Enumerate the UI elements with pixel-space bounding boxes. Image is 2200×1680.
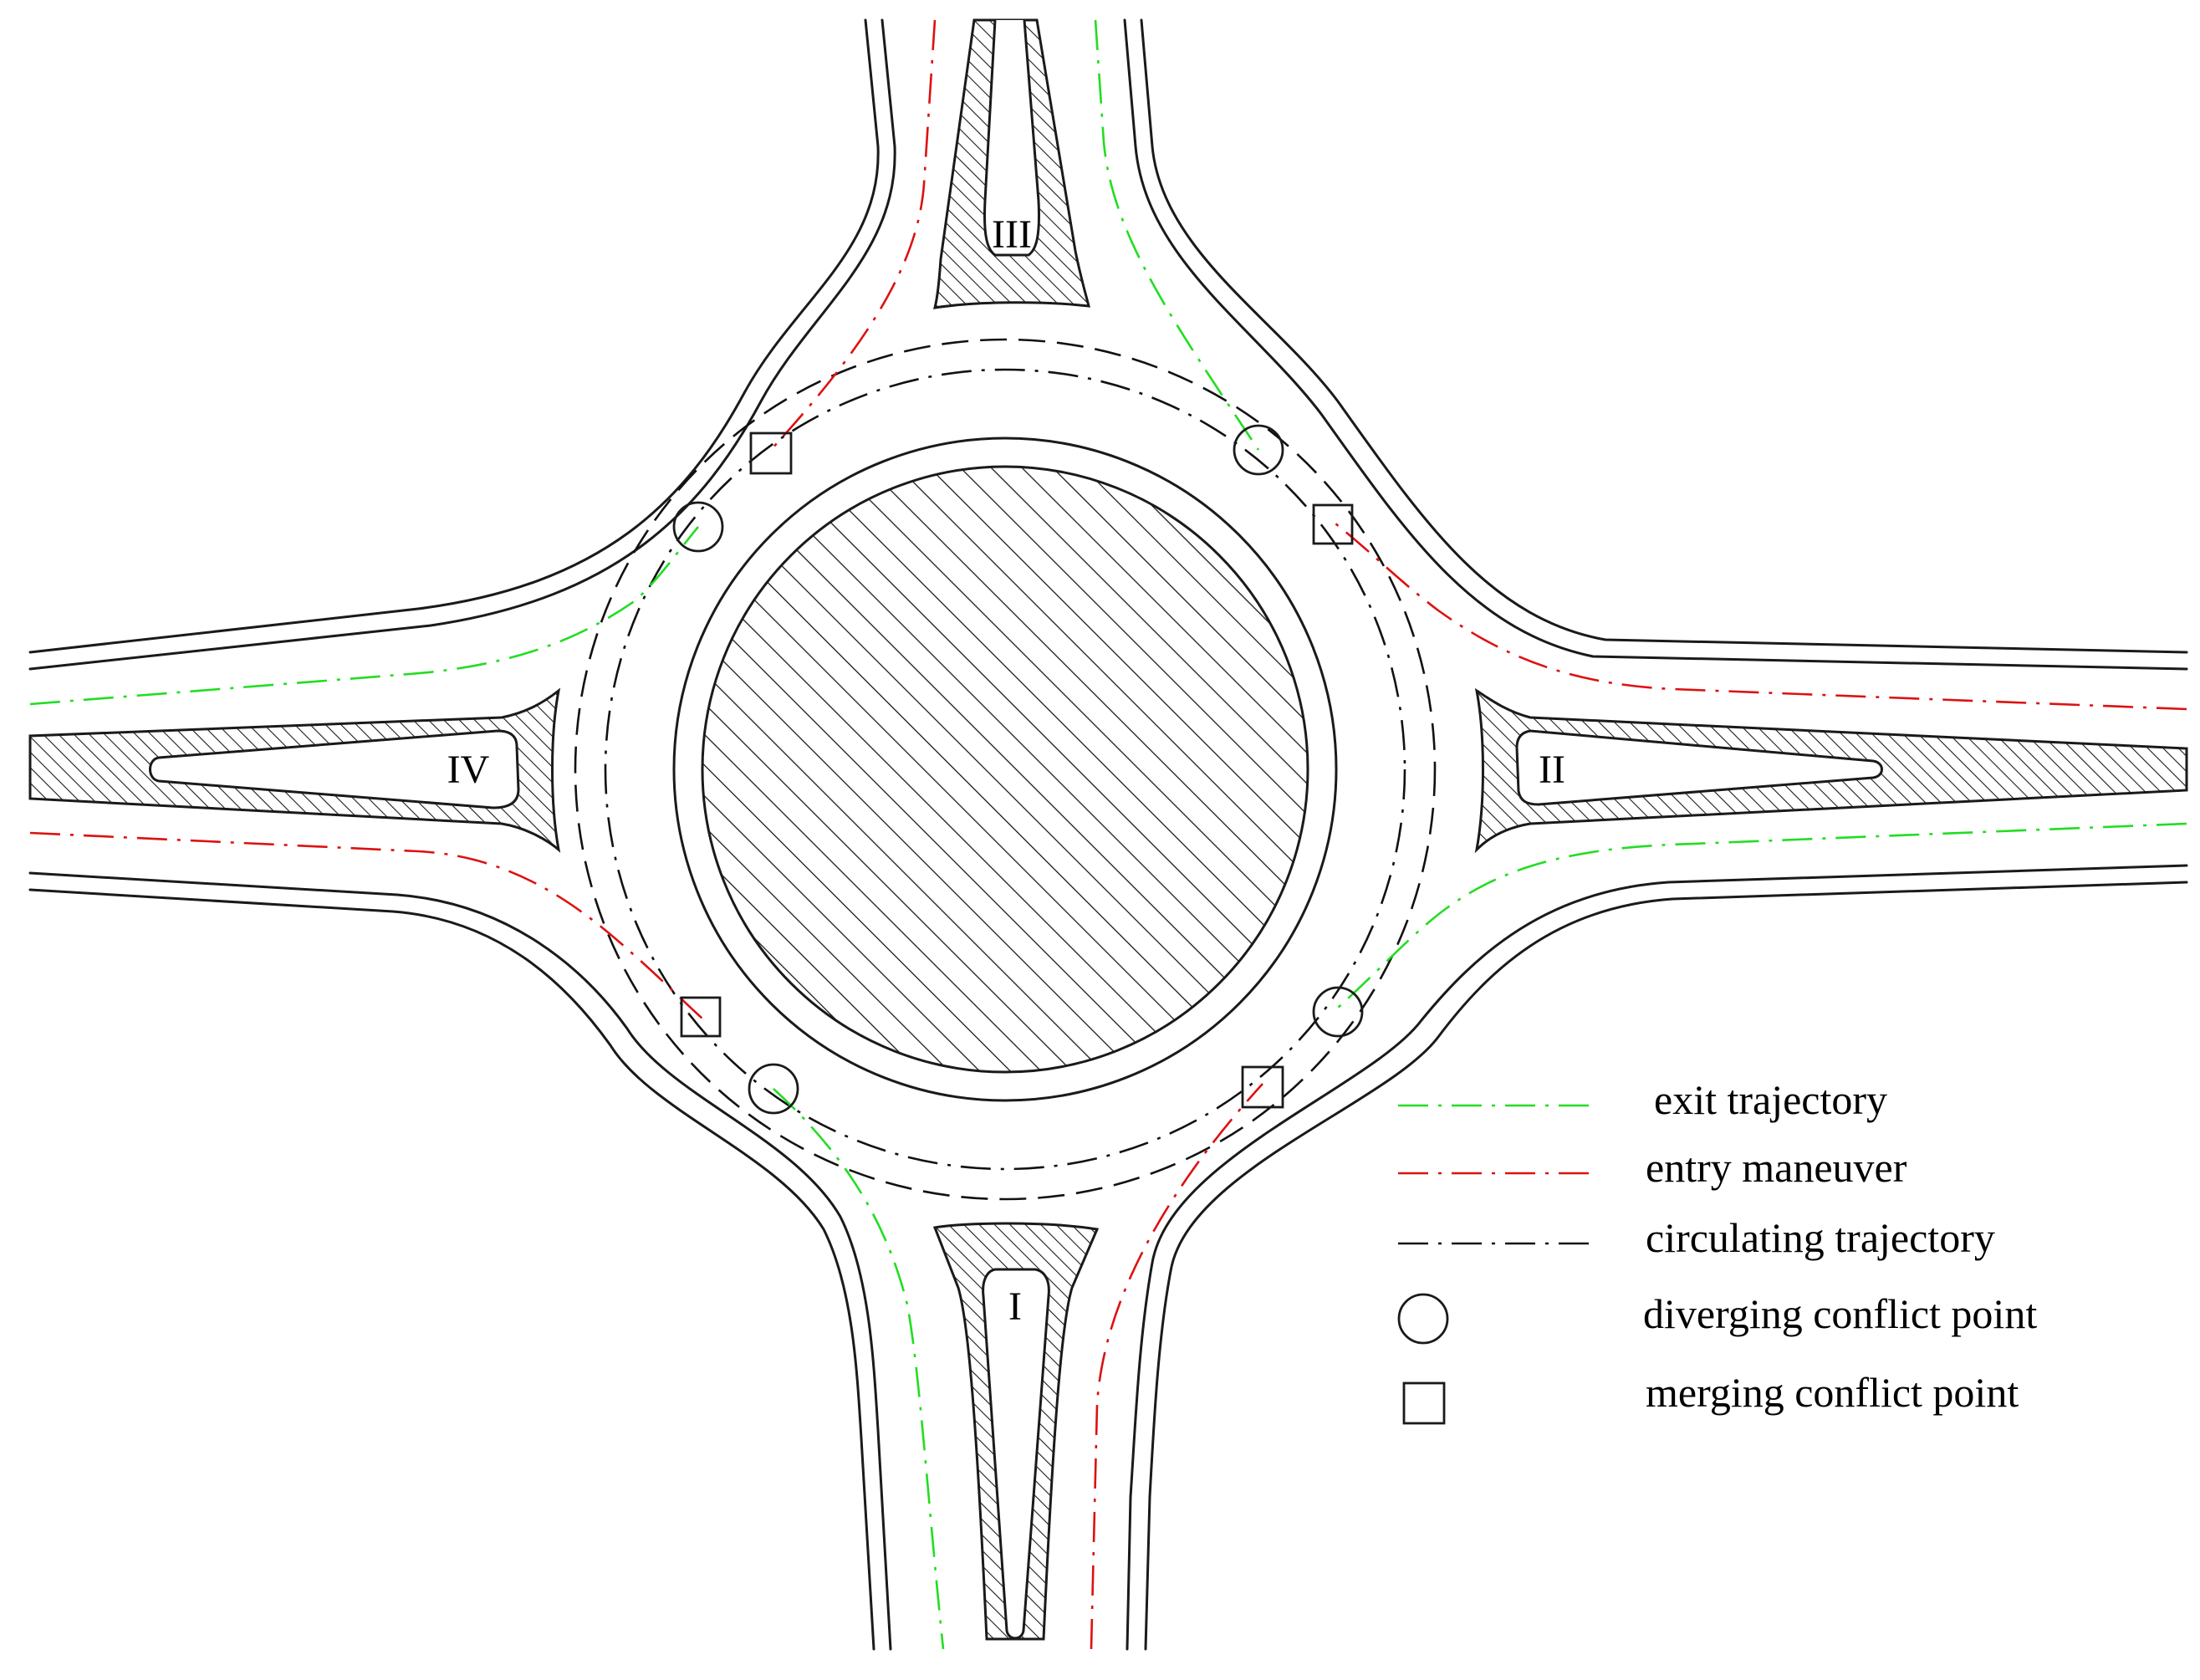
splitter-island-west-curb [149,729,520,809]
legend-exit-label: exit trajectory [1654,1076,1887,1123]
road-edge-nw-inner [28,18,896,671]
legend-merging-symbol [1402,1381,1446,1425]
legend-diverging-symbol [1397,1293,1449,1345]
central-island-core [701,465,1309,1074]
entry-trajectory-west [29,831,703,1019]
road-edge-se-inner [1126,864,2188,1651]
road-edge-ne-inner [1123,18,2188,671]
merging-conflict-point [1312,503,1354,545]
diverging-conflict-point [1312,986,1364,1038]
exit-trajectory-east [1337,822,2187,1009]
diverging-conflict-point [1233,424,1284,476]
central-island-apron [672,437,1338,1102]
splitter-island-north-curb [983,19,1040,257]
splitter-island-south-curb [982,1268,1050,1640]
island-labels: III I IV II [447,212,1565,1329]
legend-circulating-label: circulating trajectory [1646,1214,1995,1261]
entry-trajectory-east [1330,518,2187,711]
circulating-trajectory [604,368,1406,1171]
splitter-island-east-curb [1515,729,1883,806]
diverging-conflict-point [748,1063,799,1115]
exit-trajectory-west [29,526,699,706]
merging-conflict-point [680,996,722,1038]
conflict-points [672,424,1364,1115]
island-label-north: III [992,212,1032,257]
legend-merging-label: merging conflict point [1646,1369,2019,1416]
central-island [672,437,1338,1102]
island-label-south: I [1008,1284,1022,1329]
exit-trajectory-north [1094,19,1260,451]
entry-trajectory-north [768,19,937,452]
merging-conflict-point [1241,1065,1284,1109]
merging-conflict-point [749,431,793,475]
road-edge-sw-inner [28,871,892,1651]
circulating-ring-outer [574,338,1437,1201]
island-label-west: IV [447,748,490,792]
trajectories [29,19,2187,1650]
legend: exit trajectory entry maneuver circulati… [1397,1076,2037,1425]
road-edges [28,18,2188,1651]
road-edge-nw-outer [28,18,880,654]
legend-entry-label: entry maneuver [1646,1144,1907,1191]
road-edge-ne-outer [1140,18,2188,654]
diverging-conflict-point [672,501,724,553]
island-label-east: II [1539,748,1565,792]
splitter-islands [28,18,2188,1641]
entry-trajectory-south [1090,1083,1263,1650]
legend-diverging-label: diverging conflict point [1643,1290,2037,1337]
road-edge-se-outer [1144,881,2188,1651]
road-edge-sw-outer [28,888,875,1651]
